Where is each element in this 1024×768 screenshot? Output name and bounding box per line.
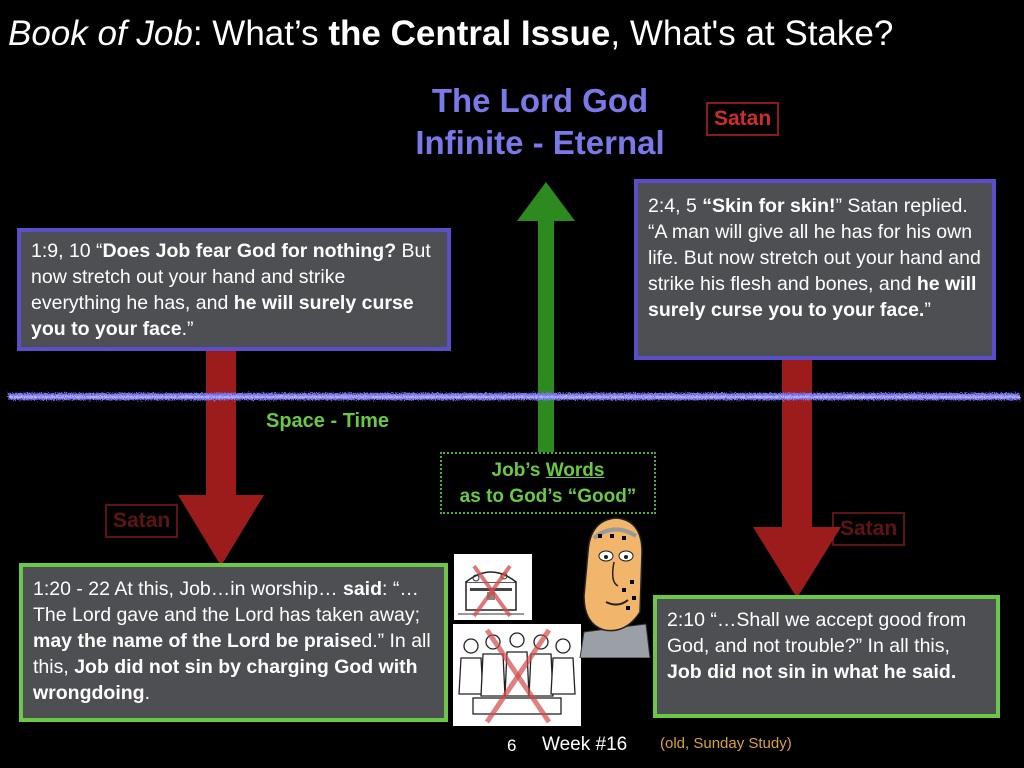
title-central-issue: the Central Issue bbox=[328, 14, 611, 53]
slide-title: Book of Job: What’s the Central Issue, W… bbox=[8, 14, 893, 54]
lord-line-1: The Lord God bbox=[431, 82, 649, 119]
week-label: Week #16 bbox=[542, 734, 628, 755]
satan-label-top: Satan bbox=[706, 102, 780, 136]
jobs-words-box: Job’s Words as to God’s “Good” bbox=[440, 452, 656, 514]
tr-t1: 2:4, 5 bbox=[648, 195, 703, 217]
red-arrow-left bbox=[178, 351, 264, 566]
bl-t3: d.” In all this, bbox=[33, 630, 431, 678]
tl-b1: Does Job fear God for nothing? bbox=[102, 240, 397, 262]
bl-b3: Job did not sin by charging God with wro… bbox=[33, 656, 418, 704]
tl-t2: But now stretch out your hand and strike… bbox=[31, 240, 431, 314]
words-underlined: Words bbox=[545, 460, 605, 481]
tr-b2: he will surely curse you to your face. bbox=[648, 273, 977, 321]
quote-box-top-left: 1:9, 10 “Does Job fear God for nothing? … bbox=[17, 228, 451, 351]
lord-god-heading: The Lord God Infinite - Eternal bbox=[395, 80, 685, 164]
treasure-chest-crossed-icon bbox=[454, 554, 532, 620]
br-b1: Job did not sin in what he said. bbox=[667, 661, 957, 683]
title-stake: , What's at Stake? bbox=[610, 14, 894, 53]
tr-t2: ” Satan replied. “A man will give all he… bbox=[648, 195, 981, 295]
quote-box-top-right: 2:4, 5 “Skin for skin!” Satan replied. “… bbox=[634, 179, 996, 360]
tl-b2: he will surely curse you to your face bbox=[31, 292, 414, 340]
family-crossed-icon bbox=[453, 624, 581, 726]
quote-box-bottom-left: 1:20 - 22 At this, Job…in worship… said:… bbox=[19, 563, 448, 722]
red-arrow-right bbox=[753, 360, 841, 598]
bl-t1: 1:20 - 22 At this, Job…in worship… bbox=[33, 578, 343, 600]
words-line-1: Job’s Words bbox=[442, 458, 654, 484]
br-t1: 2:10 “…Shall we accept good from God, an… bbox=[667, 609, 967, 657]
slide-number: 6 bbox=[507, 736, 517, 755]
old-man-job-icon bbox=[579, 517, 651, 658]
bl-b2: may the name of the Lord be praise bbox=[33, 630, 362, 652]
title-book: Book of Job bbox=[8, 14, 193, 53]
space-time-line bbox=[8, 393, 1020, 400]
words-line-2: as to God’s “Good” bbox=[459, 486, 637, 507]
bl-t4: . bbox=[144, 682, 150, 704]
words-pre: Job’s bbox=[491, 460, 546, 481]
quote-box-bottom-right: 2:10 “…Shall we accept good from God, an… bbox=[653, 595, 1000, 718]
satan-label-left: Satan bbox=[105, 504, 179, 538]
bl-t2: : “…The Lord gave and the Lord has taken… bbox=[33, 578, 421, 626]
green-arrow-up bbox=[517, 182, 575, 452]
tr-b1: “Skin for skin! bbox=[702, 195, 836, 217]
space-time-label: Space - Time bbox=[266, 410, 390, 432]
bl-b1: said bbox=[342, 578, 383, 600]
title-colon: : What’s bbox=[192, 14, 329, 53]
tl-t3: .” bbox=[181, 318, 194, 340]
tr-t3: ” bbox=[924, 299, 931, 321]
lord-line-2: Infinite - Eternal bbox=[415, 124, 665, 161]
tl-t1: 1:9, 10 “ bbox=[31, 240, 103, 262]
footer-note: (old, Sunday Study) bbox=[660, 735, 792, 752]
